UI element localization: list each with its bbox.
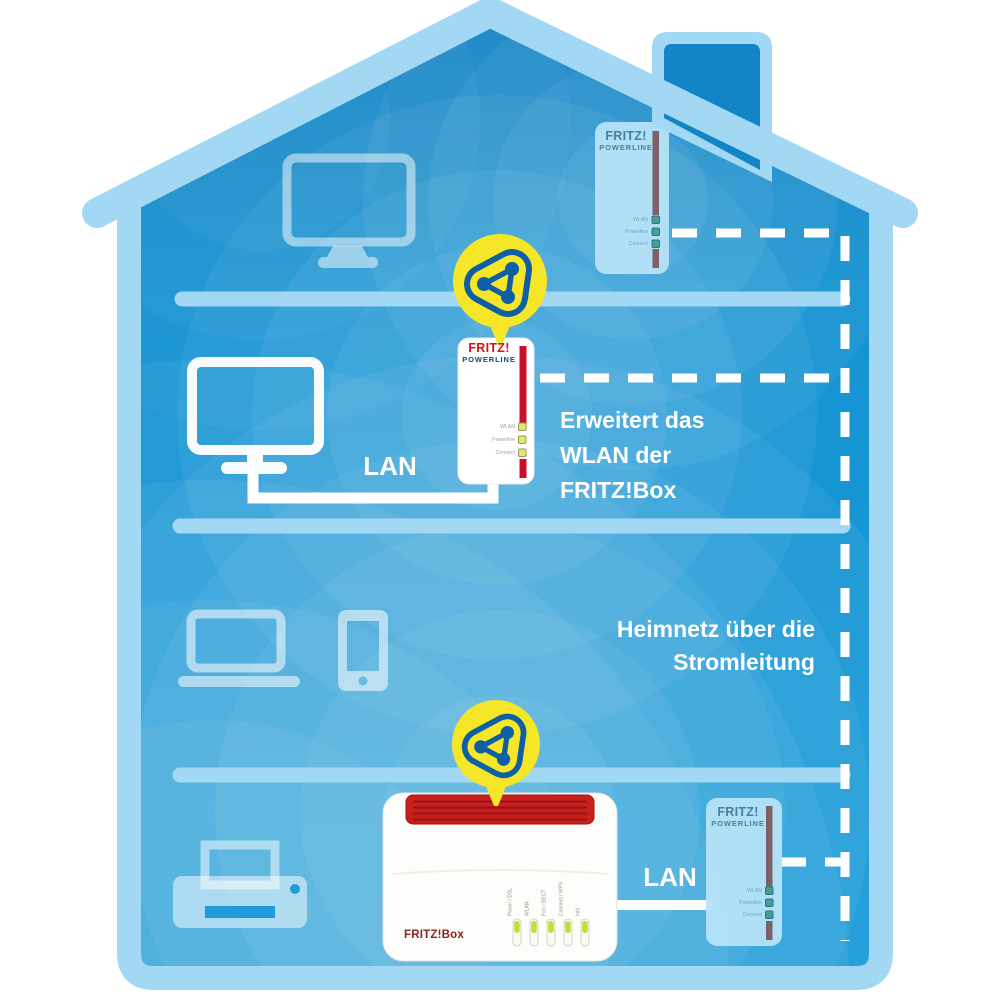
lan-label-lower: LAN — [643, 862, 697, 892]
led-connect — [765, 910, 774, 919]
powerline-brand: FRITZ! — [468, 341, 510, 355]
led-label-powerline: Powerline — [739, 899, 762, 906]
mesh-badge-lower — [452, 700, 540, 806]
annotation-line: Stromleitung — [673, 649, 815, 675]
led-label-wlan: WLAN — [632, 216, 648, 223]
router-led-bars — [512, 918, 590, 947]
powerline-dashed-link — [540, 228, 850, 941]
powerline-brand: FRITZ! — [605, 129, 647, 143]
led-label-wlan: WLAN — [746, 887, 762, 894]
led-wlan — [518, 422, 527, 431]
led-powerline — [518, 435, 527, 444]
mesh-icon — [474, 726, 514, 766]
fritzbox-led-label-connect: Connect / WPS — [558, 881, 565, 916]
annotation-line: FRITZ!Box — [560, 477, 677, 503]
laptop-icon — [178, 609, 300, 687]
annotation-line: Heimnetz über die — [616, 616, 815, 642]
led-wlan — [765, 886, 774, 895]
upper-monitor-icon — [282, 153, 416, 268]
fritzbox-led-label-fon: Fon / DECT — [541, 889, 548, 916]
led-label-connect: Connect — [628, 240, 648, 247]
mesh-badge-upper — [453, 234, 547, 345]
led-connect — [518, 448, 527, 457]
house-interior — [133, 18, 877, 967]
led-powerline — [651, 227, 660, 236]
annotation-line: WLAN der — [560, 442, 672, 468]
powerline-adapter-attic — [595, 122, 669, 274]
dashed-link-vertical — [672, 228, 850, 941]
powerline-brand: FRITZ! — [717, 805, 759, 819]
led-connect — [651, 239, 660, 248]
fritzbox-led-label-info: Info — [575, 907, 582, 916]
powerline-model: Powerline — [711, 819, 765, 828]
annotation-extends-wlan: Erweitert das WLAN der FRITZ!Box — [560, 403, 795, 508]
powerline-model: Powerline — [599, 143, 653, 152]
powerline-adapter-basement — [706, 798, 782, 946]
led-label-wlan: WLAN — [499, 423, 515, 430]
led-label-connect: Connect — [742, 911, 762, 918]
led-wlan — [651, 215, 660, 224]
mesh-icon — [477, 262, 519, 304]
roof — [82, 0, 918, 228]
house-walls — [117, 199, 893, 990]
mid-monitor-icon — [187, 357, 324, 474]
led-label-powerline: Powerline — [625, 228, 648, 235]
led-powerline — [765, 898, 774, 907]
annotation-homenet: Heimnetz über die Stromleitung — [500, 613, 815, 679]
lan-label-upper: LAN — [363, 451, 417, 481]
fritzbox-led-label-power: Power / DSL — [507, 887, 514, 916]
printer-icon — [173, 840, 307, 928]
led-label-connect: Connect — [495, 449, 515, 456]
fritzbox-router — [382, 792, 618, 962]
fritzbox-led-label-wlan: WLAN — [524, 901, 531, 916]
led-label-powerline: Powerline — [492, 436, 515, 443]
annotation-line: Erweitert das — [560, 407, 705, 433]
powerline-model: Powerline — [462, 355, 516, 364]
smartphone-icon — [338, 610, 388, 691]
powerline-adapter-main — [457, 337, 535, 485]
fritzbox-label: FRITZ!Box — [404, 929, 464, 941]
